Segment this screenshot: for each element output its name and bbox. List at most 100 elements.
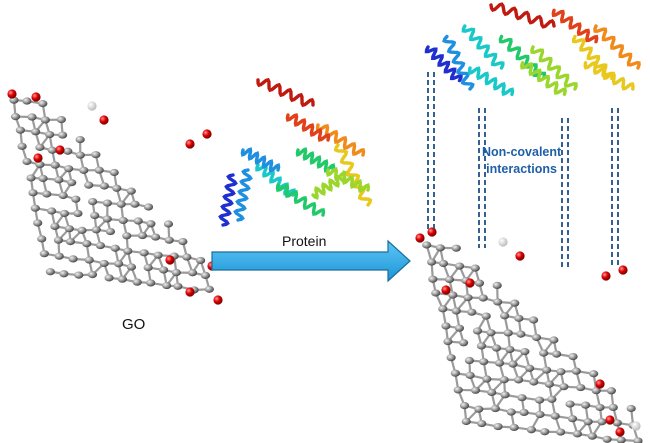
carbon-atom	[490, 404, 500, 413]
carbon-atom	[602, 435, 612, 443]
carbon-atom	[422, 241, 432, 249]
carbon-atom	[552, 350, 562, 358]
carbon-atom	[50, 222, 60, 230]
carbon-atom	[163, 220, 174, 228]
carbon-atom	[91, 151, 101, 159]
carbon-atom	[45, 130, 55, 139]
carbon-atom	[117, 275, 127, 283]
carbon-atom	[37, 235, 47, 243]
carbon-atom	[50, 161, 60, 169]
carbon-atom	[143, 263, 153, 272]
carbon-atom	[182, 253, 192, 261]
carbon-atom	[526, 426, 536, 434]
interactions-label-line2: interactions	[486, 162, 558, 176]
carbon-atom	[58, 191, 68, 200]
carbon-atom	[478, 294, 488, 302]
carbon-atom	[492, 281, 502, 290]
oxygen-atom	[605, 415, 615, 425]
oxygen-atom	[31, 92, 41, 102]
carbon-atom	[196, 256, 206, 265]
carbon-atom	[35, 143, 45, 151]
carbon-atom	[75, 151, 85, 159]
carbon-atom	[33, 219, 43, 227]
carbon-atom	[443, 337, 453, 346]
carbon-atom	[448, 291, 458, 299]
carbon-atom	[571, 367, 581, 375]
carbon-atom	[30, 204, 40, 212]
carbon-atom	[137, 231, 148, 240]
carbon-atom	[476, 342, 487, 350]
carbon-atom	[583, 418, 593, 426]
protein-label: Protein	[282, 233, 327, 249]
protein-structure-bound	[424, 2, 641, 96]
carbon-atom	[427, 258, 437, 266]
oxygen-atom	[415, 233, 425, 243]
carbon-atom	[59, 270, 69, 278]
carbon-atom	[114, 260, 124, 268]
carbon-atom	[40, 116, 50, 124]
carbon-atom	[597, 418, 607, 426]
carbon-atom	[42, 190, 52, 198]
carbon-atom	[126, 187, 136, 195]
carbon-atom	[38, 100, 48, 108]
carbon-atom	[544, 380, 554, 388]
carbon-atom	[514, 314, 524, 322]
carbon-atom	[516, 330, 526, 338]
carbon-atom	[153, 251, 163, 259]
carbon-atom	[22, 157, 32, 166]
carbon-atom	[474, 279, 485, 287]
carbon-atom	[576, 383, 586, 392]
oxygen-atom	[465, 278, 475, 288]
carbon-atom	[451, 307, 461, 315]
carbon-atom	[79, 166, 89, 174]
carbon-atom	[204, 285, 214, 293]
carbon-atom	[88, 198, 98, 206]
helix	[285, 113, 331, 142]
carbon-atom	[626, 404, 636, 413]
oxygen-atom	[618, 265, 628, 275]
carbon-atom	[118, 216, 128, 225]
carbon-atom	[519, 408, 529, 417]
carbon-atom	[540, 428, 550, 436]
carbon-atom	[441, 322, 451, 330]
carbon-atom	[146, 220, 156, 228]
carbon-atom	[550, 412, 560, 420]
carbon-atom	[547, 395, 557, 403]
carbon-atom	[612, 419, 622, 427]
carbon-atom	[509, 423, 519, 432]
carbon-atom	[123, 247, 133, 255]
carbon-atom	[494, 359, 505, 367]
carbon-atom	[53, 236, 64, 244]
go-sheet-left	[7, 89, 223, 305]
carbon-atom	[528, 316, 539, 324]
carbon-atom	[110, 244, 120, 252]
non-covalent-interactions-label: Non-covalent interactions	[482, 144, 561, 178]
carbon-atom	[438, 259, 449, 268]
carbon-atom	[84, 256, 94, 264]
helix	[275, 183, 326, 217]
carbon-atom	[589, 370, 599, 378]
carbon-atom	[58, 131, 68, 139]
carbon-atom	[568, 353, 578, 361]
carbon-atom	[54, 176, 64, 184]
carbon-atom	[95, 241, 106, 250]
carbon-atom	[633, 437, 643, 443]
carbon-atom	[595, 403, 605, 412]
helix	[218, 173, 238, 227]
helix	[530, 45, 578, 91]
interaction-dashed-lines	[427, 72, 619, 268]
carbon-atom	[559, 383, 569, 391]
carbon-atom	[102, 215, 112, 223]
oxygen-atom	[185, 287, 195, 297]
oxygen-atom	[202, 129, 212, 139]
helix	[551, 8, 599, 44]
carbon-atom	[470, 264, 480, 272]
carbon-atom	[465, 371, 475, 379]
carbon-atom	[105, 227, 116, 236]
carbon-atom	[47, 146, 57, 154]
carbon-atom	[102, 199, 113, 207]
carbon-atom	[472, 327, 483, 335]
carbon-atom	[187, 269, 198, 277]
hydrogen-atom	[87, 101, 97, 111]
carbon-atom	[146, 279, 156, 287]
